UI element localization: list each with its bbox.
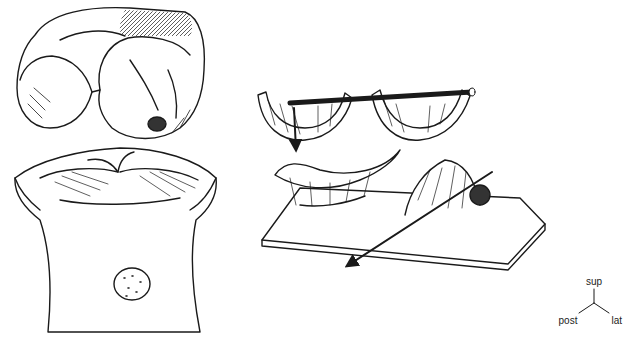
axis-label: post: [559, 315, 578, 326]
femur: [17, 8, 204, 139]
mechanical-model: [258, 88, 545, 270]
tibia: [15, 148, 216, 332]
axis-label: sup: [586, 276, 602, 287]
axis-triad: [579, 289, 609, 313]
axis-label: lat: [611, 315, 622, 326]
